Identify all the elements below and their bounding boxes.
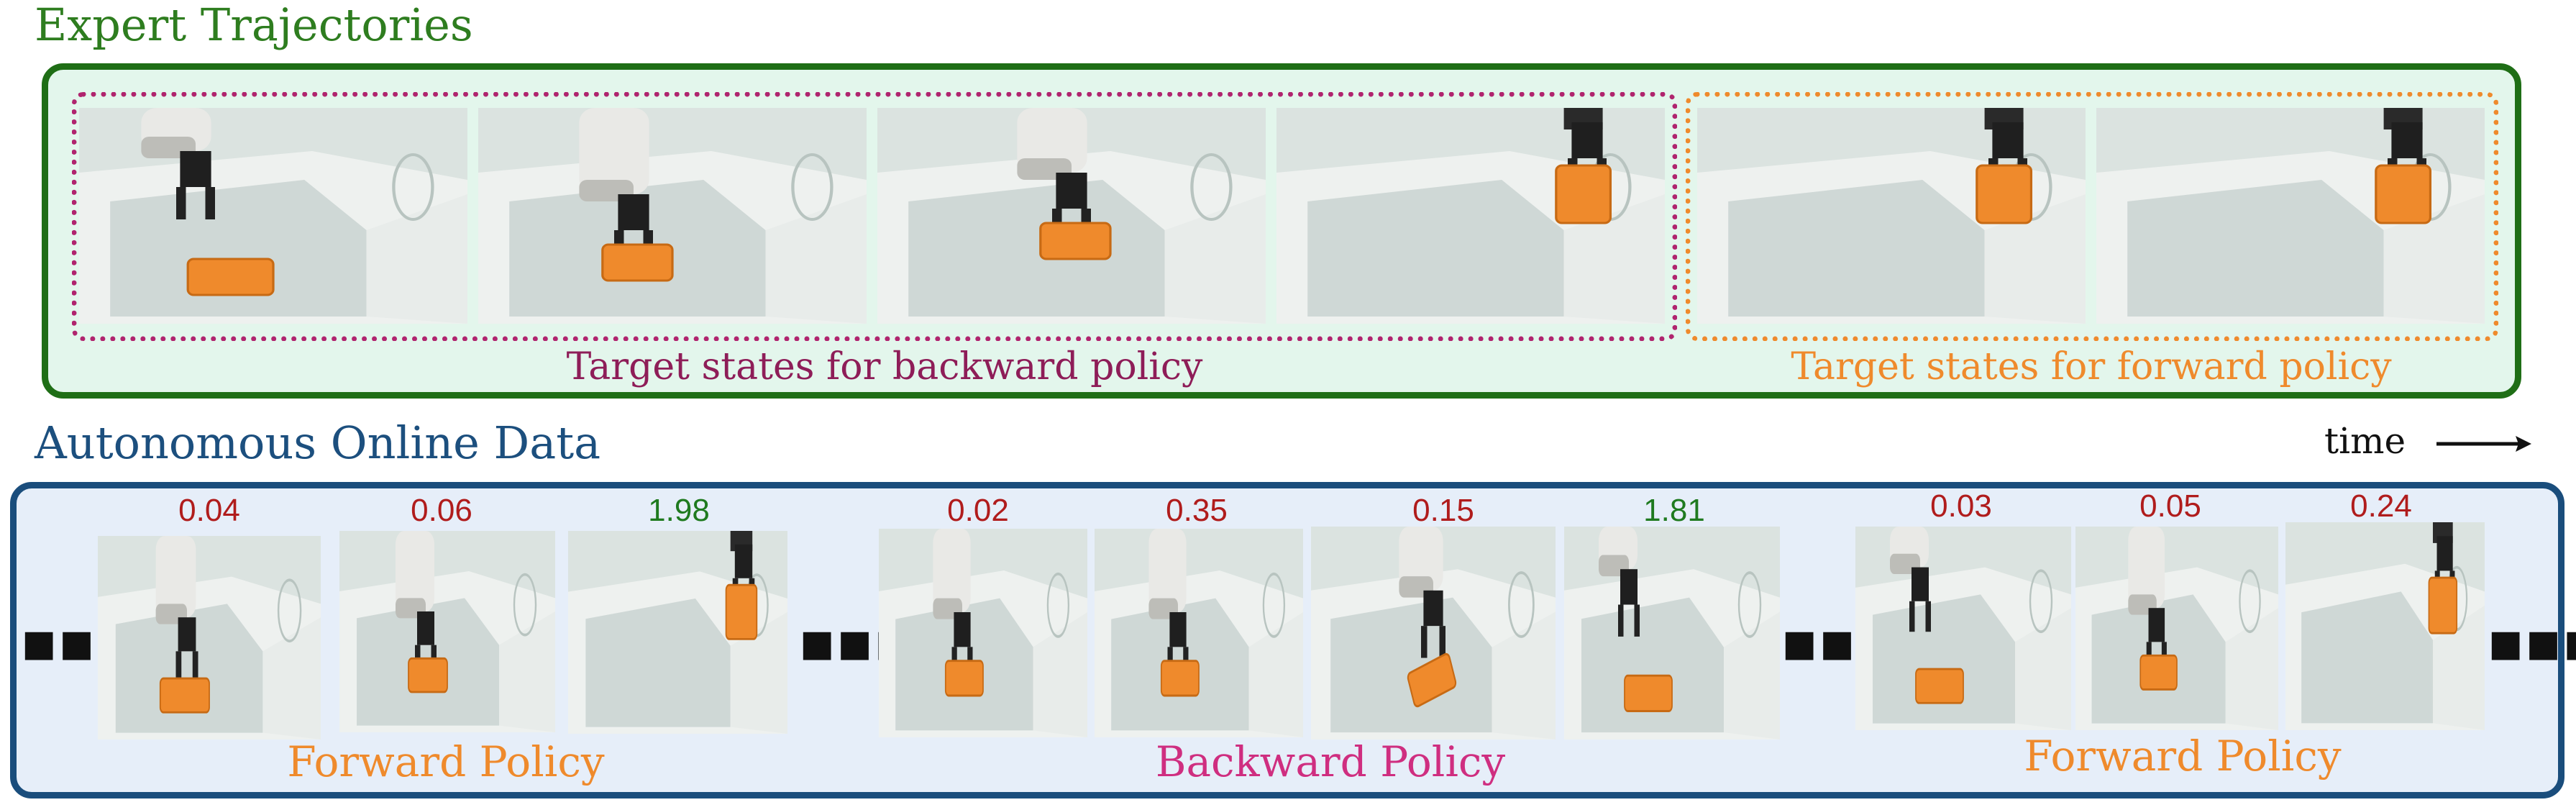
online-frame	[879, 529, 1087, 737]
expert-frame	[478, 108, 867, 324]
online-frame	[98, 536, 321, 740]
robot-scene-image	[79, 108, 467, 324]
robot-scene-image	[478, 108, 867, 324]
score-label: 0.05	[2139, 488, 2201, 524]
score-label: 0.03	[1930, 488, 1992, 524]
online-frame	[568, 531, 787, 734]
expert-frame	[2096, 108, 2485, 324]
autonomous-online-data-title: Autonomous Online Data	[35, 417, 601, 469]
robot-scene-image	[2285, 522, 2485, 730]
expert-trajectories-title: Expert Trajectories	[35, 0, 473, 51]
score-label: 0.02	[947, 493, 1009, 528]
robot-scene-image	[98, 536, 321, 740]
forward-target-states-box	[1686, 92, 2498, 341]
policy-label: Forward Policy	[287, 737, 605, 786]
robot-scene-image	[568, 531, 787, 734]
robot-scene-image	[1311, 527, 1556, 740]
ellipsis-icon: ■■■	[2488, 611, 2576, 675]
score-label: 0.15	[1412, 493, 1474, 528]
online-frame	[339, 531, 555, 732]
score-label: 0.06	[411, 493, 472, 528]
robot-scene-image	[1095, 529, 1303, 737]
score-label: 1.98	[648, 493, 710, 528]
time-label: time	[2324, 420, 2406, 462]
expert-frame	[79, 108, 467, 324]
robot-scene-image	[2096, 108, 2485, 324]
score-label: 0.35	[1166, 493, 1228, 528]
score-label: 1.81	[1643, 493, 1705, 528]
backward-target-states-box	[72, 92, 1677, 341]
online-frame	[2285, 522, 2485, 730]
policy-label: Backward Policy	[1155, 737, 1506, 786]
robot-scene-image	[877, 108, 1266, 324]
online-frame	[1311, 527, 1556, 740]
expert-frame	[1697, 108, 2086, 324]
robot-scene-image	[339, 531, 555, 732]
online-frame	[1855, 527, 2071, 730]
online-frame	[1564, 527, 1780, 740]
robot-scene-image	[1276, 108, 1665, 324]
online-frame	[1095, 529, 1303, 737]
backward-target-caption: Target states for backward policy	[566, 345, 1203, 388]
robot-scene-image	[1697, 108, 2086, 324]
policy-label: Forward Policy	[2024, 732, 2342, 781]
expert-frame	[877, 108, 1266, 324]
robot-scene-image	[2075, 527, 2278, 730]
online-frame	[2075, 527, 2278, 730]
robot-scene-image	[879, 529, 1087, 737]
score-label: 0.24	[2350, 488, 2412, 524]
score-label: 0.04	[178, 493, 240, 528]
robot-scene-image	[1855, 527, 2071, 730]
expert-frame	[1276, 108, 1665, 324]
time-arrow-icon	[2436, 436, 2531, 452]
forward-target-caption: Target states for forward policy	[1791, 345, 2392, 388]
robot-scene-image	[1564, 527, 1780, 740]
